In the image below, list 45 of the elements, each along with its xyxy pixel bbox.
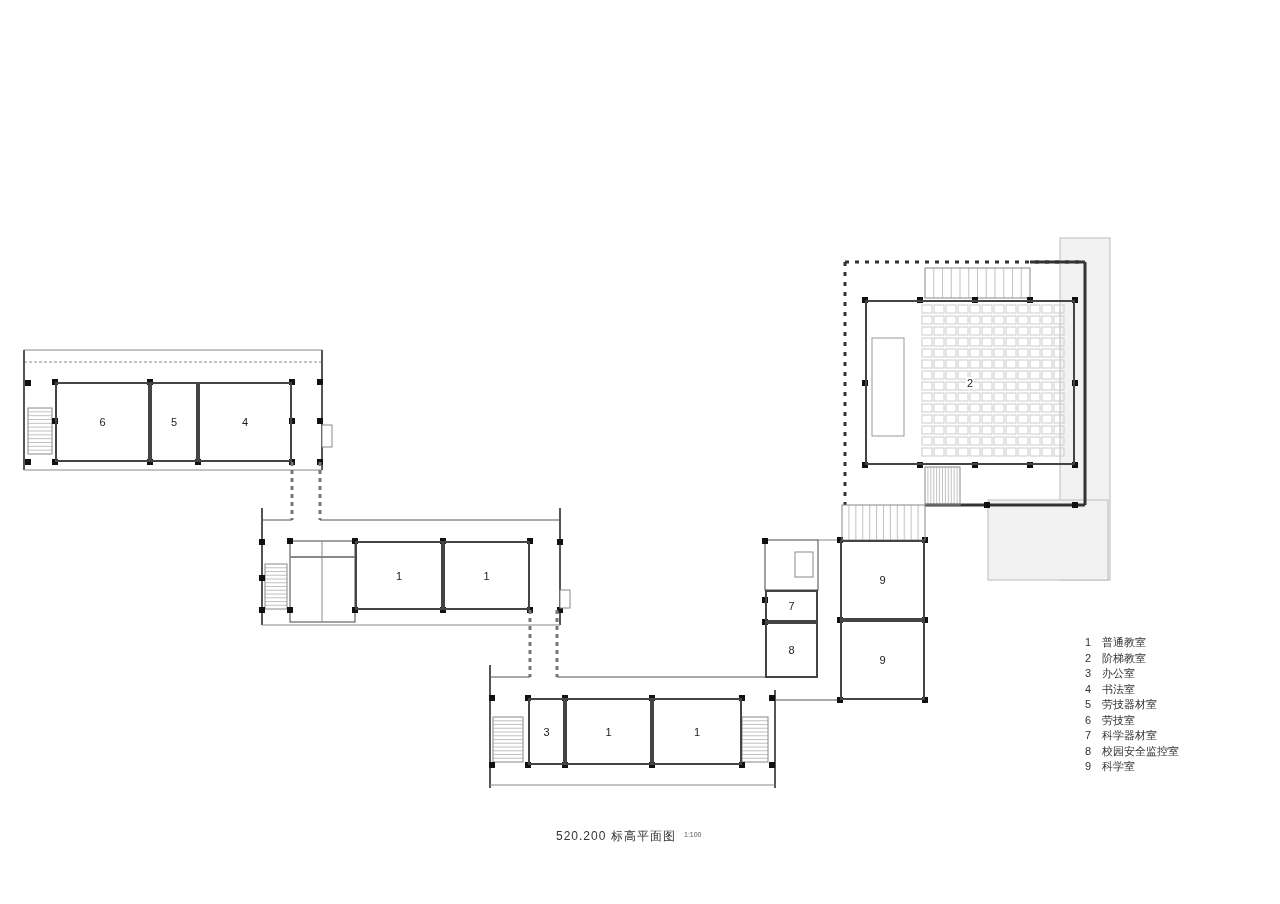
legend-room-name: 科学室: [1102, 760, 1135, 773]
legend-room-name: 普通教室: [1102, 636, 1146, 649]
room-outline: [840, 540, 925, 620]
legend-room-number: 8: [1085, 744, 1092, 758]
room-outline: [150, 382, 198, 462]
legend-room-number: 7: [1085, 729, 1092, 742]
legend-room-number: 4: [1085, 682, 1092, 696]
room-outline: [355, 541, 443, 610]
legend-room-number: 5: [1085, 698, 1092, 711]
room-number: 3: [542, 725, 551, 738]
room-outline: [765, 590, 818, 622]
room-number: 4: [240, 416, 250, 428]
legend-room-number: 3: [1085, 667, 1092, 680]
legend-room-name: 劳技器材室: [1102, 698, 1157, 711]
room-outline: [865, 300, 1075, 465]
room-number: 1: [604, 725, 613, 738]
room-number: 6: [98, 416, 107, 428]
room-number: 9: [878, 574, 887, 586]
room-number: 5: [169, 416, 179, 428]
legend-room-name: 阶梯教室: [1102, 651, 1146, 665]
room-outline: [652, 698, 742, 765]
legend-room-name: 办公室: [1102, 667, 1135, 680]
legend-room-number: 1: [1085, 636, 1092, 649]
room-outline: [443, 541, 530, 610]
room-number: 9: [878, 654, 887, 666]
room-number: 2: [965, 376, 975, 389]
room-number: 1: [692, 725, 702, 738]
plan-caption: 520.200 标高平面图: [556, 828, 676, 845]
room-outline: [840, 620, 925, 700]
room-outline: [198, 382, 292, 462]
legend-room-number: 6: [1085, 713, 1092, 727]
room-number: 1: [482, 569, 491, 582]
legend-room-name: 校园安全监控室: [1102, 744, 1179, 758]
room-outline: [528, 698, 565, 765]
legend-room-name: 书法室: [1102, 682, 1135, 696]
room-number: 8: [787, 644, 796, 656]
legend-room-name: 科学器材室: [1102, 729, 1157, 742]
room-outline: [55, 382, 150, 462]
legend-room-number: 9: [1085, 760, 1092, 773]
room-outline: [765, 622, 818, 678]
room-outline: [565, 698, 652, 765]
room-number: 7: [787, 600, 796, 612]
legend-room-number: 2: [1085, 651, 1092, 665]
legend-room-name: 劳技室: [1102, 713, 1135, 727]
room-number: 1: [394, 569, 404, 582]
